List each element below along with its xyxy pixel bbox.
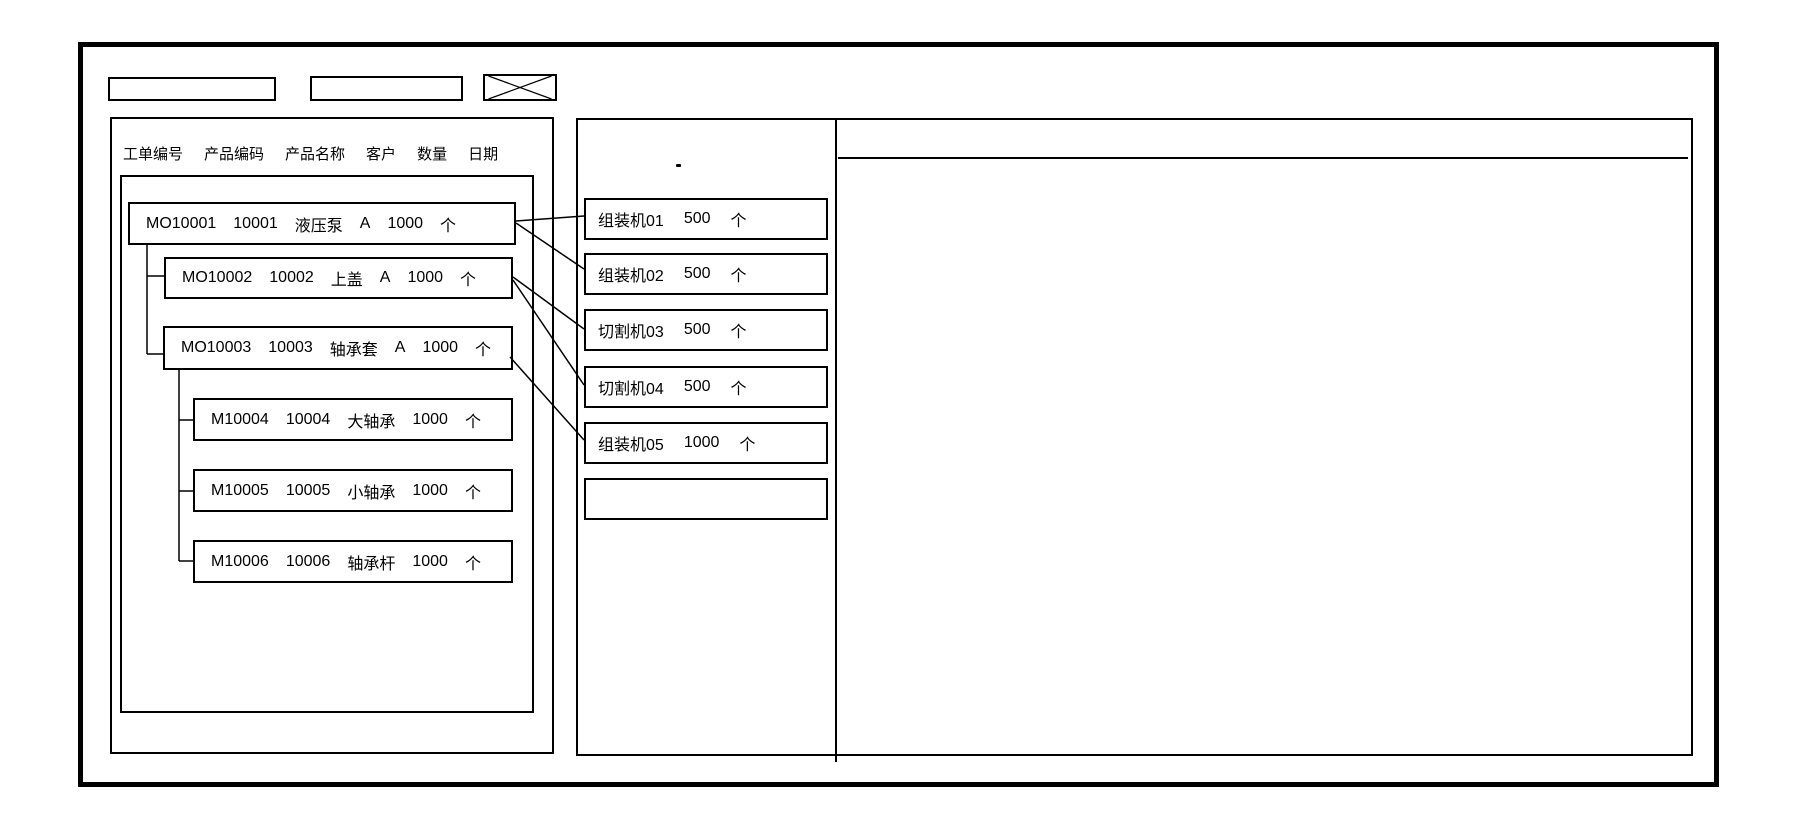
product-name: 轴承套 bbox=[329, 342, 378, 359]
product-code: 10005 bbox=[285, 481, 331, 499]
machine-slot-04[interactable]: 切割机04 500 个 bbox=[584, 366, 828, 408]
product-code: 10003 bbox=[268, 339, 313, 356]
col-customer: 客户 bbox=[366, 146, 397, 163]
work-order-node-m10004[interactable]: M10004 10004 大轴承 1000 个 bbox=[193, 398, 513, 441]
work-order-no: M10006 bbox=[211, 552, 269, 570]
machine-name: 切割机03 bbox=[598, 324, 664, 341]
machine-qty: 500 bbox=[683, 210, 711, 227]
work-order-tree-container bbox=[120, 175, 534, 713]
work-order-no: M10005 bbox=[211, 481, 269, 499]
work-order-no: MO10002 bbox=[182, 269, 253, 286]
col-quantity: 数量 bbox=[417, 146, 448, 163]
unit: 个 bbox=[730, 324, 747, 341]
quantity: 1000 bbox=[412, 481, 448, 499]
product-code: 10004 bbox=[285, 410, 331, 428]
unit: 个 bbox=[464, 555, 481, 573]
machine-name: 组装机01 bbox=[598, 213, 664, 230]
product-code: 10001 bbox=[233, 214, 278, 232]
work-order-node-mo10002[interactable]: MO10002 10002 上盖 A 1000 个 bbox=[164, 257, 513, 299]
quantity: 1000 bbox=[412, 552, 448, 570]
quantity: 1000 bbox=[407, 269, 444, 286]
customer: A bbox=[394, 339, 406, 356]
machine-name: 组装机02 bbox=[598, 268, 664, 285]
machine-qty: 1000 bbox=[683, 434, 720, 451]
machine-slot-02[interactable]: 组装机02 500 个 bbox=[584, 253, 828, 295]
work-order-node-m10005[interactable]: M10005 10005 小轴承 1000 个 bbox=[193, 469, 513, 512]
panel-divider bbox=[835, 118, 837, 762]
product-code: 10002 bbox=[269, 269, 314, 286]
unit: 个 bbox=[730, 268, 747, 285]
work-order-node-mo10003[interactable]: MO10003 10003 轴承套 A 1000 个 bbox=[163, 326, 513, 370]
product-name: 大轴承 bbox=[347, 413, 396, 431]
col-product-name: 产品名称 bbox=[285, 146, 346, 163]
unit: 个 bbox=[739, 437, 756, 454]
unit: 个 bbox=[440, 217, 457, 235]
image-placeholder-icon[interactable] bbox=[483, 74, 557, 101]
stray-dot-mark bbox=[676, 164, 681, 167]
customer: A bbox=[379, 269, 391, 286]
machine-name: 组装机05 bbox=[598, 437, 664, 454]
unit: 个 bbox=[475, 342, 492, 359]
toolbar-field-2[interactable] bbox=[310, 76, 463, 101]
unit: 个 bbox=[730, 213, 747, 230]
machine-qty: 500 bbox=[683, 321, 711, 338]
product-code: 10006 bbox=[285, 552, 331, 570]
product-name: 轴承杆 bbox=[347, 555, 396, 573]
toolbar-field-1[interactable] bbox=[108, 77, 276, 101]
work-order-no: M10004 bbox=[211, 410, 269, 428]
col-date: 日期 bbox=[468, 146, 499, 163]
unit: 个 bbox=[730, 381, 747, 398]
machine-slot-05[interactable]: 组装机05 1000 个 bbox=[584, 422, 828, 464]
product-name: 小轴承 bbox=[347, 484, 396, 502]
x-cross-icon bbox=[488, 76, 552, 99]
column-header-row: 工单编号 产品编码 产品名称 客户 数量 日期 bbox=[123, 146, 498, 164]
work-order-node-m10006[interactable]: M10006 10006 轴承杆 1000 个 bbox=[193, 540, 513, 583]
work-order-no: MO10001 bbox=[146, 214, 217, 232]
quantity: 1000 bbox=[422, 339, 459, 356]
machine-qty: 500 bbox=[683, 265, 711, 282]
work-order-no: MO10003 bbox=[181, 339, 252, 356]
unit: 个 bbox=[464, 484, 481, 502]
detail-header-rule bbox=[838, 157, 1688, 159]
work-order-node-mo10001[interactable]: MO10001 10001 液压泵 A 1000 个 bbox=[128, 202, 516, 245]
machine-slot-01[interactable]: 组装机01 500 个 bbox=[584, 198, 828, 240]
col-product-code: 产品编码 bbox=[204, 146, 265, 163]
product-name: 上盖 bbox=[330, 272, 363, 289]
quantity: 1000 bbox=[412, 410, 448, 428]
product-name: 液压泵 bbox=[294, 217, 343, 235]
col-work-order-no: 工单编号 bbox=[123, 146, 184, 163]
unit: 个 bbox=[460, 272, 477, 289]
machine-slot-empty[interactable] bbox=[584, 478, 828, 520]
quantity: 1000 bbox=[387, 214, 424, 232]
unit: 个 bbox=[464, 413, 481, 431]
machine-qty: 500 bbox=[683, 378, 711, 395]
machine-name: 切割机04 bbox=[598, 381, 664, 398]
customer: A bbox=[359, 214, 371, 232]
machine-slot-03[interactable]: 切割机03 500 个 bbox=[584, 309, 828, 351]
